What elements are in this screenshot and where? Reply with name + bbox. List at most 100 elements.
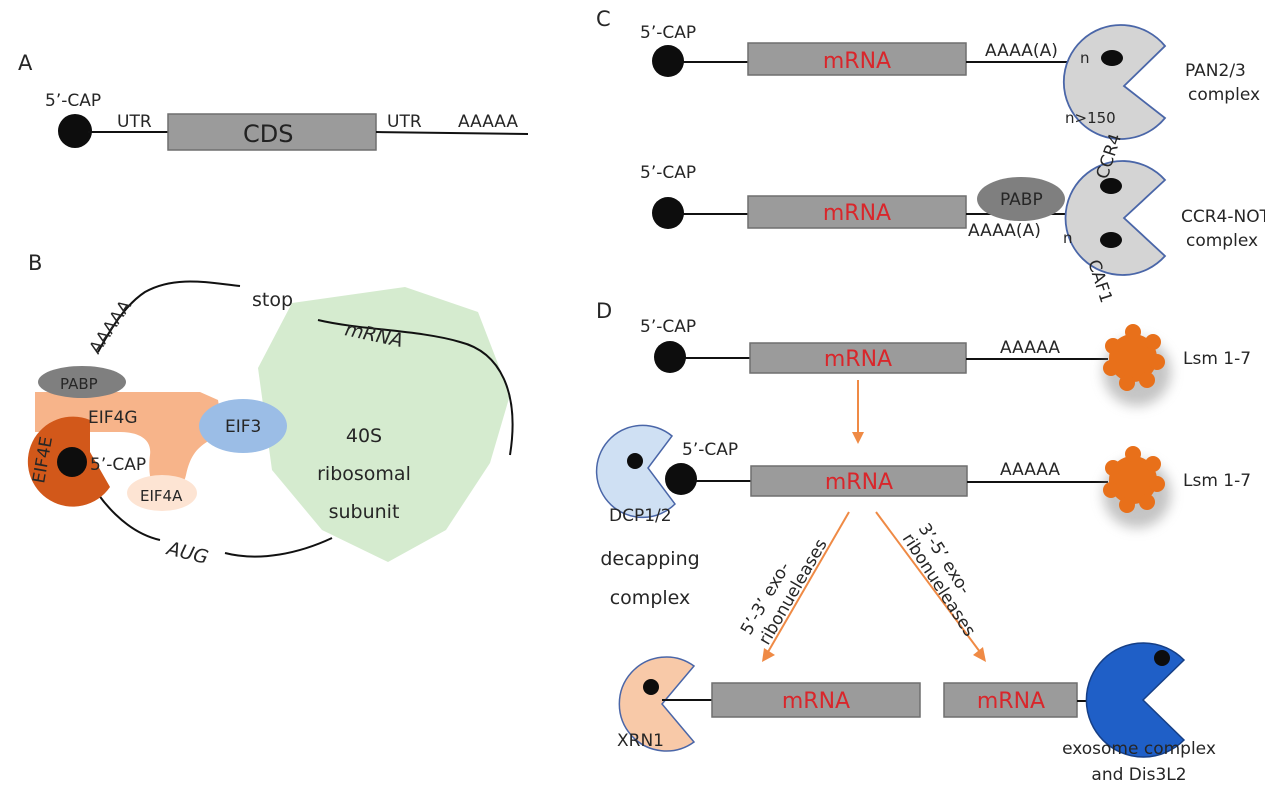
- left-arrow-head: [762, 648, 775, 662]
- pacman-eye: [1101, 50, 1123, 66]
- eif4g-label: EIF4G: [88, 408, 138, 428]
- eif4a-shape: [127, 475, 197, 511]
- cap-circle-b: [57, 447, 87, 477]
- pabp-shape: [38, 366, 126, 398]
- panel-a: A 5’-CAP UTR CDS UTR AAAAA: [18, 51, 529, 151]
- polya-label-b: AAAAA: [86, 297, 136, 358]
- caf1-subunit: [1100, 232, 1122, 248]
- ccr4-not-label-2: complex: [1186, 231, 1258, 251]
- lsm-ring: [1103, 446, 1165, 513]
- ribosome-label-3: subunit: [329, 501, 400, 523]
- polya-label: AAAAA: [1000, 460, 1060, 480]
- utr3-line: [375, 131, 529, 135]
- cap-label-b: 5’-CAP: [90, 455, 146, 475]
- xrn1-group: mRNA XRN1: [617, 656, 921, 752]
- utr3-label: UTR: [387, 112, 422, 132]
- xrn1-eye: [643, 679, 659, 695]
- dcp12-label: DCP1/2: [609, 506, 672, 526]
- decapping-label-1: decapping: [600, 548, 699, 570]
- pabp-shape: [977, 177, 1065, 221]
- right-diagonal-arrow: [875, 511, 981, 653]
- length-label: n>150: [1065, 109, 1116, 127]
- pabp-label-b: PABP: [60, 375, 98, 393]
- dcp12-pacman: [595, 424, 676, 519]
- mrna-label: mRNA: [782, 689, 850, 714]
- cap-circle: [652, 45, 684, 77]
- mrna-box: [747, 195, 967, 229]
- pan23-label-2: complex: [1188, 85, 1260, 105]
- panel-letter-c: C: [596, 7, 611, 31]
- ccr4-not-label-1: CCR4-NOT: [1181, 207, 1265, 227]
- polya-label: AAAAA: [1000, 338, 1060, 358]
- cap-circle: [652, 197, 684, 229]
- aug-label: AUG: [163, 537, 211, 569]
- mrna-box: [747, 42, 967, 76]
- down-arrow-head: [852, 432, 864, 444]
- dcp12-eye: [627, 453, 643, 469]
- tail-subscript: n: [1063, 229, 1073, 247]
- pan23-pacman: [1062, 24, 1167, 140]
- panel-c-row-2: 5’-CAP mRNA PABP AAAA(A) n CCR4 CAF1 CCR…: [640, 131, 1265, 305]
- lsm-ring: [1103, 324, 1165, 391]
- cap-label: 5’-CAP: [640, 163, 696, 183]
- cap-label: 5’-CAP: [640, 317, 696, 337]
- lsm-label: Lsm 1-7: [1183, 471, 1251, 491]
- exosome-group: mRNA exosome complex and Dis3L2: [943, 642, 1216, 785]
- stop-label: stop: [252, 289, 293, 311]
- panel-d: D 5’-CAP mRNA AAAAA Lsm 1-7: [595, 299, 1251, 785]
- panel-d-row-1: 5’-CAP mRNA AAAAA Lsm 1-7: [640, 317, 1251, 406]
- tail-subscript: n: [1080, 49, 1090, 67]
- ccr4-not-pacman: [1064, 160, 1167, 276]
- utr5-label: UTR: [117, 112, 152, 132]
- xrn1-pacman: [618, 656, 696, 752]
- right-arrow-head: [973, 647, 986, 662]
- exosome-label-2: and Dis3L2: [1091, 765, 1186, 785]
- mrna-box: [749, 342, 967, 374]
- mrna-box: [943, 682, 1078, 718]
- exosome-label-1: exosome complex: [1062, 739, 1216, 759]
- pan23-label-1: PAN2/3: [1185, 61, 1246, 81]
- exosome-pacman: [1085, 642, 1186, 758]
- panel-letter-a: A: [18, 51, 33, 75]
- mrna-label: mRNA: [825, 470, 893, 495]
- mrna-curve-top-left: [97, 280, 241, 353]
- xrn1-label: XRN1: [617, 731, 664, 751]
- pabp-label: PABP: [1000, 190, 1043, 210]
- panel-c-row-1: 5’-CAP mRNA AAAA(A) n PAN2/3 complex n>1…: [640, 23, 1260, 140]
- mrna-curve-bottom-right: [224, 537, 333, 558]
- mrna-label: mRNA: [977, 689, 1045, 714]
- mrna-curve-right: [317, 319, 514, 456]
- polya-label: AAAAA: [458, 112, 518, 132]
- panel-letter-b: B: [28, 251, 42, 275]
- mrna-label: mRNA: [824, 347, 892, 372]
- mrna-box: [711, 682, 921, 718]
- cap-circle: [58, 114, 92, 148]
- panel-c: C 5’-CAP mRNA AAAA(A) n PAN2/3 complex n…: [596, 7, 1265, 305]
- eif3-label: EIF3: [225, 417, 261, 437]
- decapping-label-2: complex: [610, 587, 691, 609]
- cds-label: CDS: [243, 120, 293, 148]
- ribosome-shape: [258, 287, 510, 562]
- tail-label: AAAA(A): [985, 41, 1058, 61]
- ribosome-label-1: 40S: [346, 425, 382, 447]
- ccr4-subunit: [1100, 178, 1122, 194]
- cap-label: 5’-CAP: [640, 23, 696, 43]
- panel-letter-d: D: [596, 299, 612, 323]
- ribosome-label-2: ribosomal: [317, 463, 411, 485]
- cap-label: 5’-CAP: [45, 91, 101, 111]
- mrna-label: mRNA: [823, 49, 891, 74]
- eif3-shape: [199, 399, 287, 453]
- eif4a-label: EIF4A: [140, 487, 183, 505]
- cap-label: 5’-CAP: [682, 440, 738, 460]
- left-diagonal-arrow: [767, 511, 850, 653]
- panel-b: B AAAAA stop mRNA PABP EIF4G EIF3 EIF4E …: [27, 251, 514, 569]
- mrna-label: mRNA: [823, 201, 891, 226]
- tail-label: AAAA(A): [968, 221, 1041, 241]
- exosome-eye: [1154, 650, 1170, 666]
- mrna-box: [750, 465, 968, 497]
- cap-circle: [665, 463, 697, 495]
- cap-circle: [654, 341, 686, 373]
- panel-d-row-2: 5’-CAP mRNA AAAAA Lsm 1-7 DCP1/2 decappi…: [595, 424, 1251, 609]
- lsm-label: Lsm 1-7: [1183, 349, 1251, 369]
